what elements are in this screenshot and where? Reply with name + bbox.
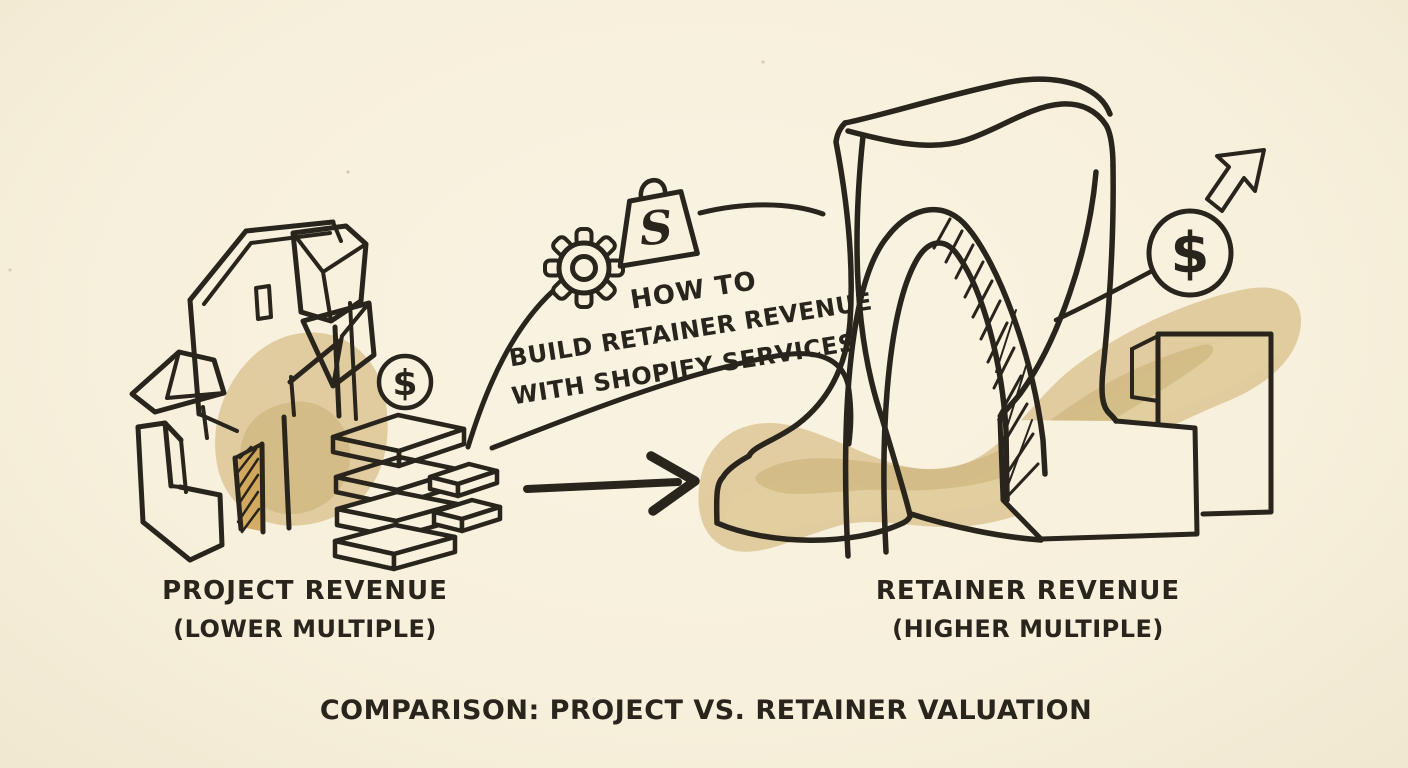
- tall-box-outline: [1155, 331, 1274, 517]
- tall-box-sketch: [1130, 331, 1274, 517]
- bag-letter: S: [637, 200, 675, 257]
- figure-caption: COMPARISON: PROJECT VS. RETAINER VALUATI…: [320, 695, 1092, 726]
- retainer-revenue-illustration: $: [698, 76, 1302, 559]
- chair-left-edge: [135, 424, 146, 525]
- armchair-box-sketch: [135, 420, 225, 563]
- arrow-head: [646, 451, 700, 516]
- brace-line: [287, 338, 343, 385]
- arch-hatch-sparse: [995, 309, 1033, 489]
- door-top-line: [233, 442, 264, 460]
- mini-slab2-side: [459, 504, 503, 534]
- pole-line: [332, 324, 342, 419]
- pedestal-box-sketch: [997, 417, 1200, 542]
- boot-inner-curve: [854, 133, 913, 518]
- pedestal-fill: [1000, 420, 1197, 539]
- chair-side-lines: [169, 438, 188, 494]
- door-jamb-left: [232, 455, 244, 532]
- window: [254, 284, 273, 321]
- bag-body: [617, 189, 700, 269]
- dollar-coin-icon: $: [1146, 208, 1234, 298]
- arch-ribbon-sketch: [842, 206, 1048, 559]
- crumple-lower-outline: [300, 300, 377, 389]
- crumpled-box-sketch: [290, 223, 377, 419]
- wave-light-streak: [725, 331, 1281, 537]
- right-arrow-icon: [523, 451, 700, 516]
- paper-specks: [8, 60, 765, 272]
- swoosh-left: [465, 288, 556, 450]
- coin-circle: [376, 353, 434, 411]
- labels: PROJECT REVENUE (LOWER MULTIPLE) RETAINE…: [162, 576, 1180, 726]
- wave-top-upper-line: [842, 76, 1113, 126]
- coin-dollar: $: [392, 363, 417, 404]
- growth-arrow-icon: [1205, 148, 1266, 213]
- swoosh-bottom: [489, 351, 854, 451]
- boot-platform: [713, 453, 914, 543]
- door-jamb-right: [259, 441, 266, 535]
- gear-icon: [543, 227, 625, 309]
- gear-hole: [570, 254, 598, 282]
- speck: [346, 170, 350, 174]
- bag-handle: [638, 178, 668, 204]
- arch-inner-curve: [881, 240, 1010, 555]
- house-sketch: [187, 219, 358, 535]
- wavy-boot-structure: [713, 76, 1119, 543]
- left-item-label: PROJECT REVENUE: [162, 576, 448, 606]
- column-right-edge: [1099, 163, 1119, 424]
- arch-outer-curve: [842, 206, 1048, 559]
- wave-dark-streak: [755, 344, 1214, 494]
- swoosh-top-right: [697, 202, 826, 217]
- speck: [8, 268, 12, 272]
- revenue-slab-stack: [330, 412, 503, 572]
- chair-back-inner: [162, 420, 174, 489]
- door-hatch-lines: [236, 445, 261, 534]
- boot-bottom-extension: [908, 511, 1044, 543]
- chair-bottom: [140, 484, 225, 563]
- slab4-side: [391, 534, 458, 572]
- wave-top-lower-line: [845, 101, 1116, 169]
- wash-blob-dark: [240, 401, 351, 515]
- shopify-bag-icon: S: [617, 178, 700, 269]
- left-item-sublabel: (LOWER MULTIPLE): [173, 615, 437, 643]
- mini-slab1-side: [455, 468, 500, 499]
- project-revenue-illustration: $: [129, 219, 503, 572]
- pedestal-outline: [997, 417, 1200, 542]
- door-hatched: [232, 441, 266, 535]
- slab-folds: [165, 350, 226, 400]
- crumple-outline: [290, 223, 369, 324]
- slab-outline: [129, 349, 227, 415]
- speck: [761, 60, 765, 64]
- watercolor-wave: [698, 287, 1302, 552]
- coin-dollar: $: [1171, 221, 1210, 286]
- tall-box-side-face: [1130, 334, 1160, 403]
- wall-center-line: [281, 414, 292, 531]
- coin-circle: [1146, 208, 1234, 298]
- arrow-shaft: [523, 478, 682, 493]
- growth-indicator: $: [1053, 148, 1266, 323]
- slab1-side: [396, 426, 467, 469]
- right-item-sublabel: (HIGHER MULTIPLE): [892, 615, 1164, 643]
- right-item-label: RETAINER REVENUE: [876, 576, 1180, 606]
- flat-slab-sketch: [129, 349, 227, 440]
- roof-inner-line: [202, 231, 332, 306]
- roof-line: [187, 219, 336, 303]
- slab-stub: [201, 405, 209, 440]
- dollar-coin-icon: $: [376, 353, 434, 411]
- chair-back: [135, 420, 184, 443]
- boot-left-edge: [746, 120, 854, 459]
- coin-link-curve: [1053, 269, 1153, 323]
